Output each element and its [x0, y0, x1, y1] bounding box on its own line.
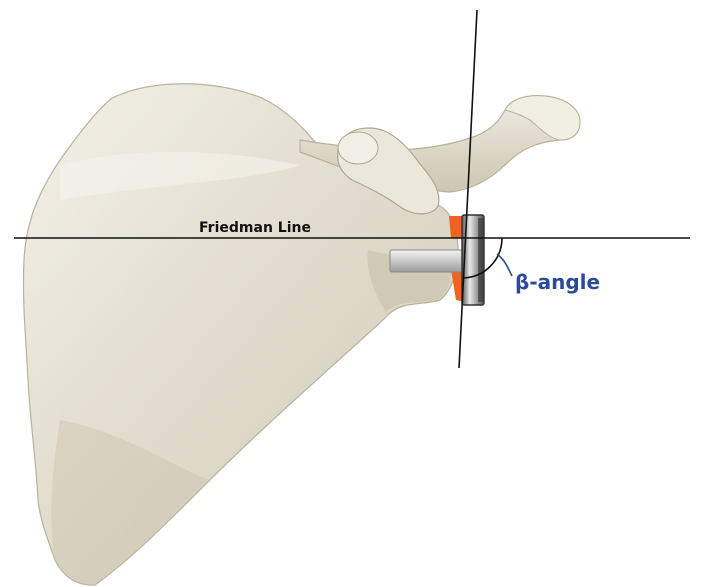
baseplate-face — [478, 218, 484, 302]
beta-angle-label: β-angle — [515, 270, 600, 294]
friedman-line-label: Friedman Line — [199, 220, 311, 236]
baseplate-peg — [390, 250, 464, 272]
scapula-illustration — [23, 84, 580, 585]
angle-leader-line — [497, 254, 512, 276]
coracoid-tip — [338, 132, 378, 164]
